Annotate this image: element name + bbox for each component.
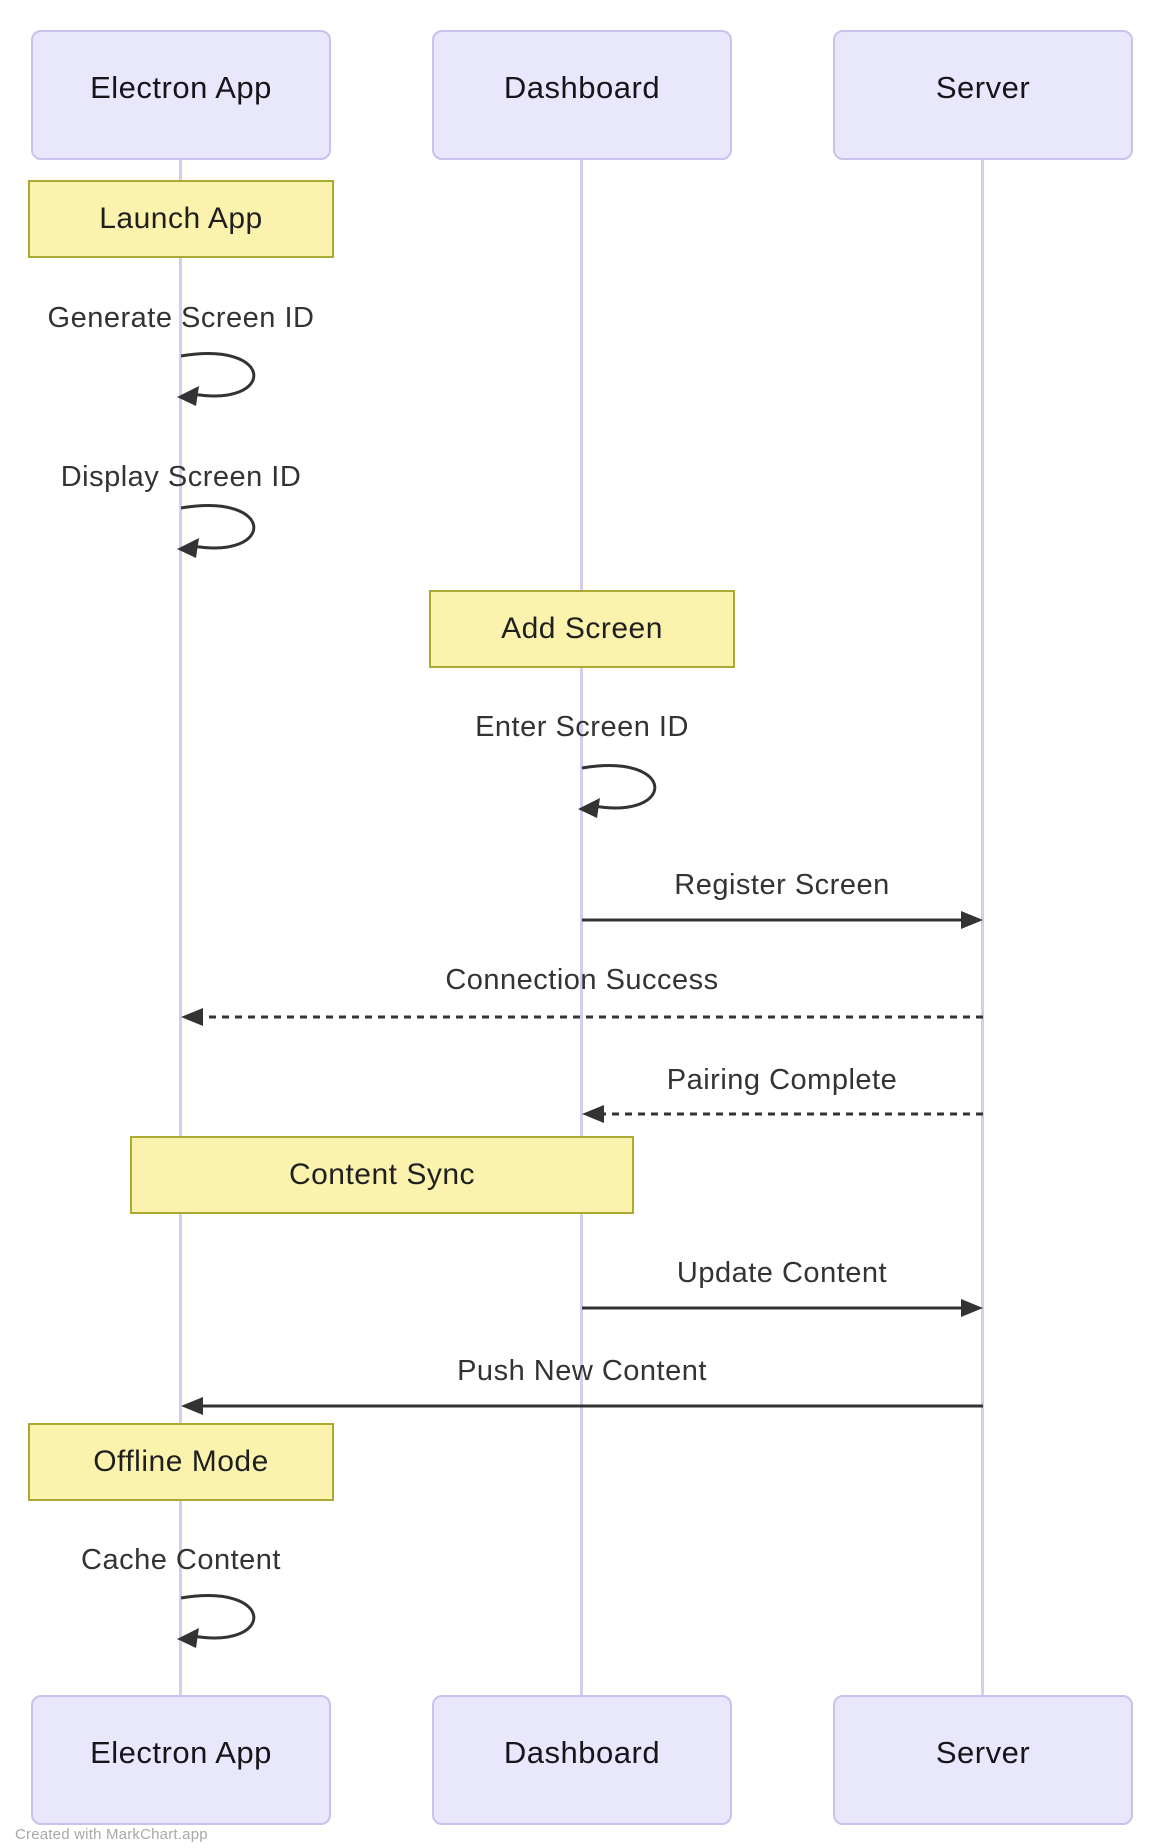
message-label-register-screen: Register Screen <box>674 869 890 901</box>
message-label-pairing-complete: Pairing Complete <box>666 1064 898 1096</box>
message-label-update-content: Update Content <box>676 1257 888 1289</box>
participant-label: Electron App <box>90 70 272 105</box>
participant-dashboard-top: Dashboard <box>432 30 732 160</box>
participant-label: Dashboard <box>503 70 661 105</box>
self-loop-cache-content <box>177 1594 256 1648</box>
message-label-cache-content: Cache Content <box>81 1544 281 1576</box>
note-add-screen: Add Screen <box>429 590 735 668</box>
note-content-sync: Content Sync <box>130 1136 634 1214</box>
arrow-register-screen <box>582 911 983 929</box>
participant-dashboard-bottom: Dashboard <box>432 1695 732 1825</box>
message-label-enter-screen-id: Enter Screen ID <box>475 711 689 743</box>
lifeline-electron-app <box>179 160 182 1695</box>
note-label: Launch App <box>99 202 263 235</box>
lifeline-dashboard <box>580 160 583 1695</box>
participant-server-bottom: Server <box>833 1695 1133 1825</box>
self-loop-display-screen-id <box>177 504 256 558</box>
participant-label: Server <box>935 1735 1031 1770</box>
note-launch-app: Launch App <box>28 180 334 258</box>
note-label: Content Sync <box>288 1158 476 1191</box>
participant-electron-app-top: Electron App <box>31 30 331 160</box>
participant-label: Dashboard <box>503 1735 661 1770</box>
message-label-generate-screen-id: Generate Screen ID <box>47 302 315 334</box>
message-label-push-new-content: Push New Content <box>457 1355 707 1387</box>
message-label-connection-success: Connection Success <box>445 964 719 996</box>
participant-label: Server <box>935 70 1031 105</box>
arrow-connection-success <box>181 1008 983 1026</box>
note-label: Add Screen <box>501 612 663 645</box>
arrow-update-content <box>582 1299 983 1317</box>
note-label: Offline Mode <box>93 1445 269 1478</box>
arrow-pairing-complete <box>582 1105 983 1123</box>
participant-server-top: Server <box>833 30 1133 160</box>
note-offline-mode: Offline Mode <box>28 1423 334 1501</box>
participant-label: Electron App <box>90 1735 272 1770</box>
arrow-push-new-content <box>181 1397 983 1415</box>
message-label-display-screen-id: Display Screen ID <box>60 461 302 493</box>
self-loop-generate-screen-id <box>177 352 256 406</box>
footer-credit: Created with MarkChart.app <box>15 1826 208 1843</box>
participant-electron-app-bottom: Electron App <box>31 1695 331 1825</box>
self-loop-enter-screen-id <box>578 764 657 818</box>
lifeline-server <box>981 160 984 1695</box>
